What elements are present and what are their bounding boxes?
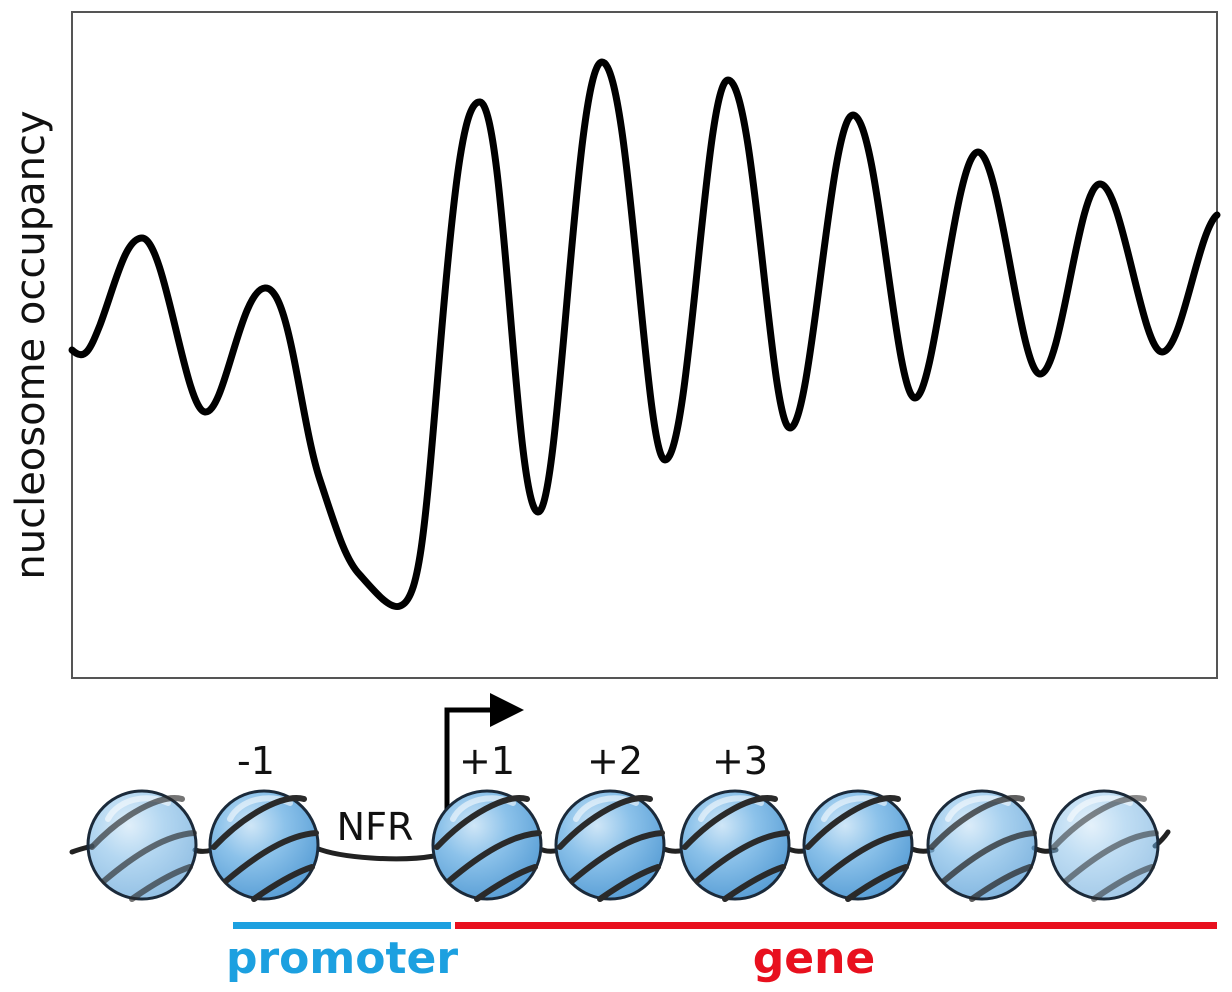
dna-wrap [969,864,1033,902]
nucleosome [554,789,666,902]
dna-wrap [845,864,909,902]
occupancy-curve [68,58,1221,610]
dna-wrap [474,864,538,902]
gene-bar [455,922,1217,929]
dna-wrap [722,864,786,902]
dna-wrap [434,795,530,850]
nucleosome [1048,789,1160,902]
dna-wrap [223,830,319,884]
dna-wrap [101,830,197,884]
promoter-bar [233,922,451,929]
nucleosome [208,789,320,902]
nucleosome-label-minus1: -1 [237,739,275,783]
plot-frame [71,11,1218,679]
nucleosome-label-plus1: +1 [459,739,515,783]
dna-wrap [1091,864,1155,902]
tss-arrow [444,693,524,832]
dna-wrap [929,795,1025,850]
dna-wrap [1063,830,1159,884]
nucleosome [802,789,914,902]
dna-wrap [251,864,315,902]
nucleosome [679,789,791,902]
dna-wrap [694,830,790,884]
dna-wrap [557,795,653,850]
gene-label: gene [753,933,876,984]
dna-wrap [817,830,913,884]
dna-wrap [805,795,901,850]
nucleosome [86,789,198,902]
dna-wrap [1051,795,1147,850]
promoter-label: promoter [226,933,458,984]
nucleosome [431,789,543,902]
dna-wrap [597,864,661,902]
dna-strand [69,829,1171,862]
dna-wrap [129,864,193,902]
nucleosome-array [86,789,1160,902]
nucleosome-label-plus3: +3 [712,739,768,783]
y-axis-label: nucleosome occupancy [8,110,54,579]
dna-wrap [682,795,778,850]
nucleosome [926,789,1038,902]
nucleosome-label-plus2: +2 [587,739,643,783]
nfr-label: NFR [337,805,414,849]
dna-wrap [446,830,542,884]
dna-wrap [941,830,1037,884]
dna-wrap [211,795,307,850]
dna-wrap [569,830,665,884]
dna-wrap [89,795,185,850]
